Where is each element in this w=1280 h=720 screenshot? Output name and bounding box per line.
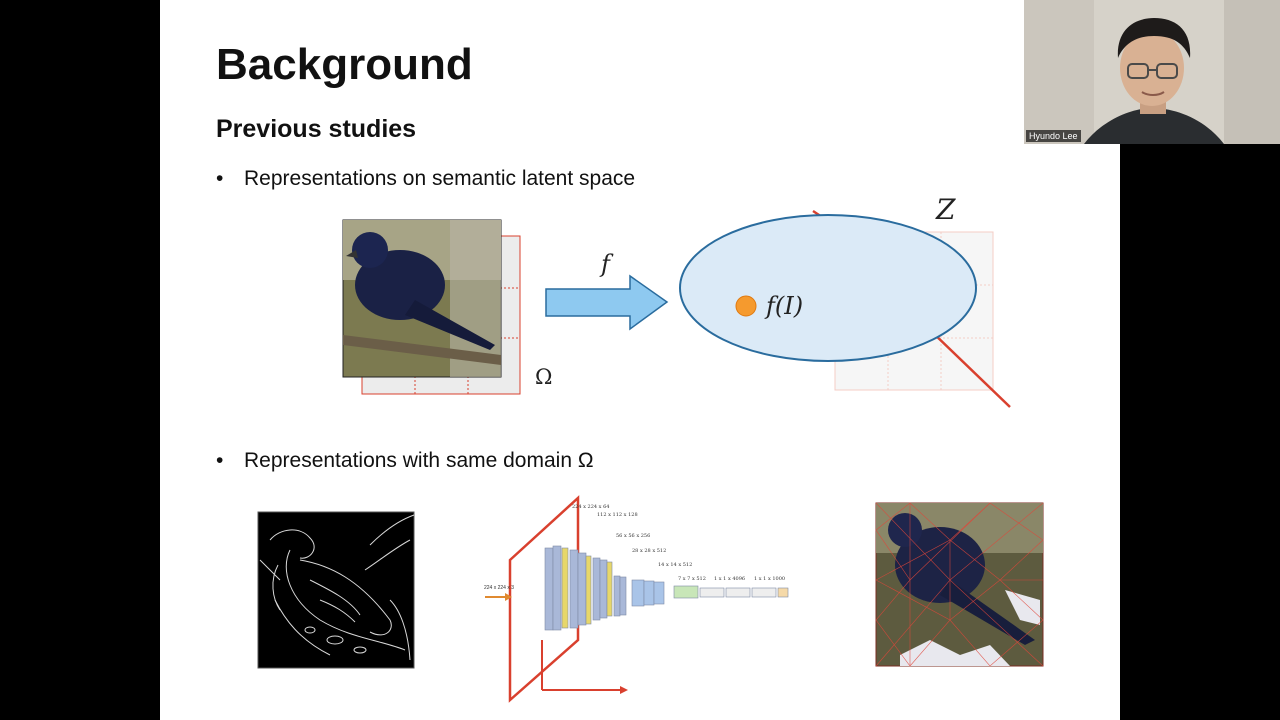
cnn-layer-block [777, 587, 789, 598]
bird-photo [342, 219, 502, 378]
slide-subtitle: Previous studies [216, 115, 417, 143]
latent-point [735, 295, 757, 317]
cnn-layer-block [699, 587, 725, 598]
bullet-semantic-latent: • Representations on semantic latent spac… [216, 167, 635, 191]
cnn-layer-block [613, 575, 621, 617]
cnn-architecture-diagram: 224 x 224 x 3 224 x 224 x 64 112 x 112 x … [484, 495, 789, 703]
latent-space-label: Z [935, 193, 956, 226]
bullet-same-domain: • Representations with same domain Ω [216, 449, 594, 473]
cnn-layer-block [561, 547, 569, 629]
cnn-layer-label: 28 x 28 x 512 [632, 548, 666, 554]
latent-space-ellipse [679, 214, 977, 362]
cnn-layer-label: 7 x 7 x 512 [678, 576, 706, 582]
participant-name-label: Hyundo Lee [1026, 130, 1081, 142]
cnn-layer-label: 112 x 112 x 128 [597, 512, 638, 518]
cnn-layer-label: 14 x 14 x 512 [658, 562, 692, 568]
cnn-layer-block [725, 587, 751, 598]
cnn-layer-block [619, 576, 627, 616]
cnn-layer-block [569, 549, 579, 629]
cnn-layer-block [577, 552, 587, 626]
cnn-layer-block [631, 579, 645, 607]
latent-point-label: f(I) [764, 292, 803, 320]
cnn-layer-labels: 224 x 224 x 64 112 x 112 x 128 56 x 56 x 2… [572, 504, 785, 582]
cnn-layer-block [653, 581, 665, 605]
bullet-text: Representations on semantic latent space [244, 167, 636, 190]
cnn-layer-block [751, 587, 777, 598]
cnn-layer-block [544, 547, 554, 631]
slide-title: Background [216, 40, 473, 89]
cnn-layer-block [606, 561, 613, 617]
cnn-layer-block [585, 555, 592, 625]
bullet-dot: • [216, 167, 224, 190]
edge-map-image [257, 511, 415, 669]
omega-label: Ω [535, 365, 552, 389]
cnn-layer-blocks [544, 545, 789, 631]
bullet-dot: • [216, 449, 224, 472]
cnn-layer-label: 56 x 56 x 256 [616, 533, 650, 539]
cnn-layer-block [592, 557, 601, 621]
cnn-layer-block [643, 580, 655, 606]
projection-line-bottom [929, 329, 1011, 408]
webcam-video-tile[interactable]: Hyundo Lee [1024, 0, 1280, 144]
cnn-layer-block [673, 585, 699, 599]
triangulated-bird-image [875, 502, 1044, 667]
latent-space-diagram: Ω f f(I) Z [257, 193, 1044, 703]
presentation-slide: Background Previous studies • Representat… [160, 0, 1120, 720]
presenter-video [1024, 0, 1280, 144]
mapping-arrow [545, 274, 669, 331]
cnn-input-label: 224 x 224 x 3 [484, 585, 514, 591]
cnn-layer-label: 1 x 1 x 1000 [754, 576, 785, 582]
cnn-layer-block [552, 545, 562, 631]
cnn-layer-label: 1 x 1 x 4096 [714, 576, 745, 582]
bullet-text: Representations with same domain Ω [244, 449, 594, 472]
map-f-label: f [599, 250, 614, 278]
cnn-layer-label: 224 x 224 x 64 [572, 504, 609, 510]
cnn-layer-block [599, 559, 608, 619]
